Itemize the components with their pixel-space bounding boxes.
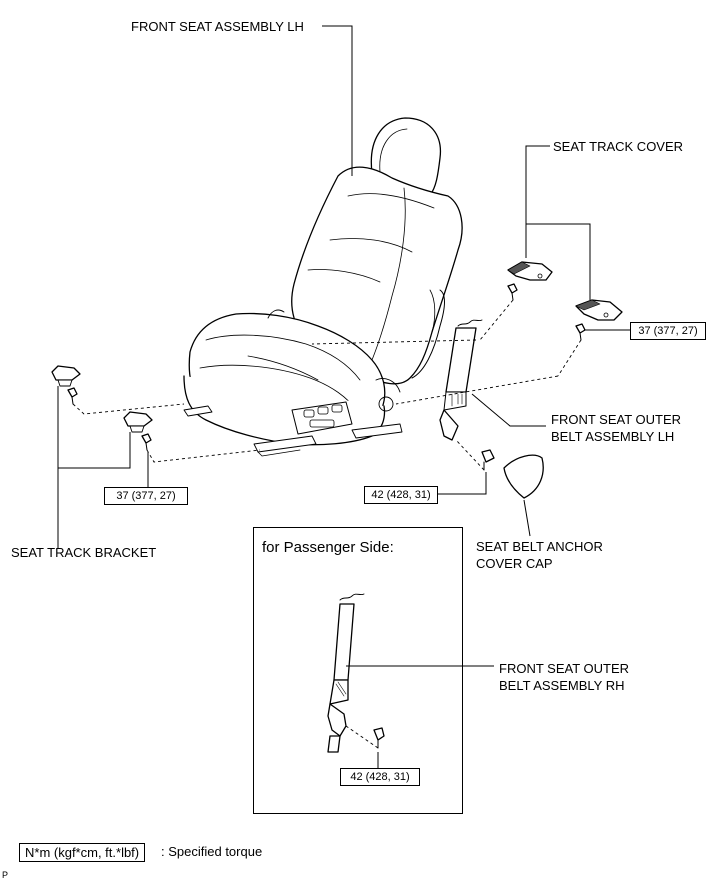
torque-box-seat-track-cover: 37 (377, 27) bbox=[630, 322, 706, 340]
label-front-seat-outer-belt-rh-line1: FRONT SEAT OUTER bbox=[499, 661, 630, 676]
figure-code: P bbox=[2, 870, 9, 880]
label-front-seat-assembly-lh: FRONT SEAT ASSEMBLY LH bbox=[131, 19, 304, 34]
front-seat-drawing bbox=[183, 117, 463, 457]
outer-belt-rh-drawing bbox=[327, 593, 385, 753]
torque-box-belt-anchor-lh: 42 (428, 31) bbox=[364, 486, 438, 504]
seat-track-cover-lower bbox=[575, 299, 623, 321]
label-seat-belt-anchor-cover-cap-line1: SEAT BELT ANCHOR bbox=[476, 539, 603, 554]
outer-belt-lh-drawing bbox=[439, 319, 495, 471]
label-front-seat-outer-belt-lh-line2: BELT ASSEMBLY LH bbox=[551, 429, 675, 444]
seat-track-cover-bolt-lower bbox=[575, 323, 586, 341]
seat-track-bracket-right bbox=[123, 411, 153, 451]
label-seat-track-cover: SEAT TRACK COVER bbox=[553, 139, 684, 154]
passenger-side-inset bbox=[253, 527, 463, 814]
seat-track-cover-bolt-upper bbox=[507, 283, 518, 301]
label-seat-track-bracket: SEAT TRACK BRACKET bbox=[11, 545, 157, 560]
anchor-cover-cap-drawing bbox=[503, 454, 544, 499]
label-seat-belt-anchor-cover-cap-line2: COVER CAP bbox=[476, 556, 553, 571]
torque-box-seat-track-bracket: 37 (377, 27) bbox=[104, 487, 188, 505]
label-front-seat-outer-belt-rh-line2: BELT ASSEMBLY RH bbox=[499, 678, 625, 693]
legend-description: : Specified torque bbox=[161, 844, 263, 859]
legend-torque-unit-box: N*m (kgf*cm, ft.*lbf) bbox=[19, 843, 146, 862]
label-front-seat-outer-belt-lh-line1: FRONT SEAT OUTER bbox=[551, 412, 682, 427]
passenger-side-title: for Passenger Side: bbox=[262, 539, 394, 556]
torque-box-belt-anchor-rh: 42 (428, 31) bbox=[340, 768, 420, 786]
seat-track-bracket-left bbox=[51, 365, 81, 405]
seat-track-cover-upper bbox=[507, 261, 553, 281]
